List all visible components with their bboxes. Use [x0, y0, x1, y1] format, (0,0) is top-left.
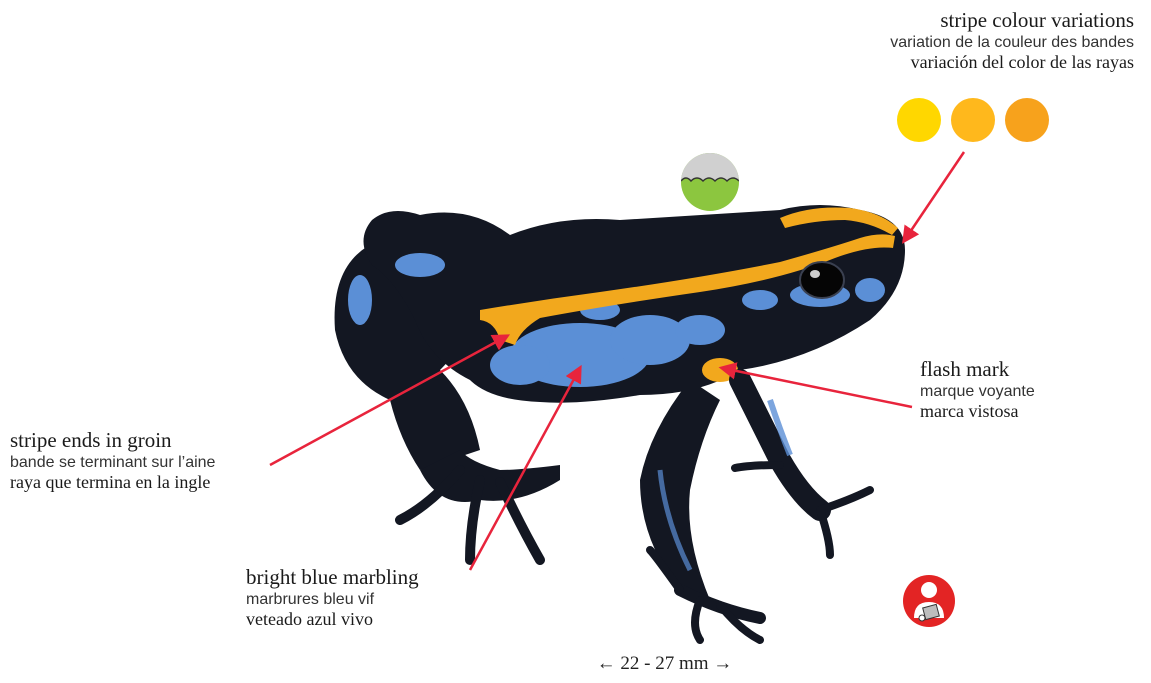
label-stripe-colour-es: variación del color de las rayas: [890, 52, 1134, 74]
label-marbling-es: veteado azul vivo: [246, 609, 419, 631]
pointer-marbling: [470, 368, 580, 570]
label-flash-mark-fr: marque voyante: [920, 382, 1035, 401]
label-flash-mark-es: marca vistosa: [920, 401, 1035, 423]
label-marbling-fr: marbrures bleu vif: [246, 590, 419, 609]
label-marbling: bright blue marbling marbrures bleu vif …: [246, 565, 419, 631]
label-stripe-colour-title: stripe colour variations: [890, 8, 1134, 33]
pointer-colour: [904, 152, 964, 241]
label-stripe-groin-es: raya que termina en la ingle: [10, 472, 215, 494]
keeper-icon: [902, 574, 956, 628]
pointer-groin: [270, 336, 507, 465]
pointer-flash: [722, 368, 912, 407]
label-marbling-title: bright blue marbling: [246, 565, 419, 590]
label-stripe-groin: stripe ends in groin bande se terminant …: [10, 428, 215, 494]
size-label: ← 22 - 27 mm →: [0, 653, 1151, 676]
label-flash-mark-title: flash mark: [920, 357, 1035, 382]
label-stripe-groin-title: stripe ends in groin: [10, 428, 215, 453]
label-stripe-colour: stripe colour variations variation de la…: [890, 8, 1134, 74]
label-stripe-colour-fr: variation de la couleur des bandes: [890, 33, 1134, 52]
label-stripe-groin-fr: bande se terminant sur l’aine: [10, 453, 215, 472]
label-flash-mark: flash mark marque voyante marca vistosa: [920, 357, 1035, 423]
